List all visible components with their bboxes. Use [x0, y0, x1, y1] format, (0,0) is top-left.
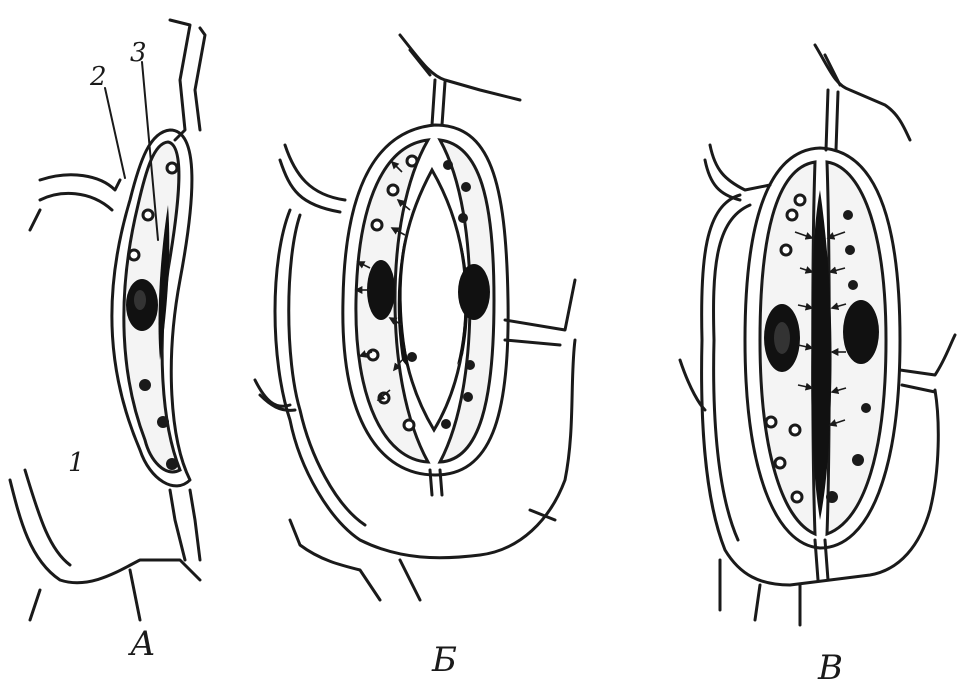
label-part-1: 1 [68, 448, 85, 478]
label-part-3: 3 [130, 38, 147, 68]
panel-v-stoma [680, 45, 955, 625]
panel-b-stoma [255, 35, 575, 600]
panel-label-b: Б [432, 640, 457, 680]
nucleus-left [367, 260, 395, 320]
nucleus-right [458, 264, 490, 320]
label-part-2: 2 [90, 62, 107, 92]
panel-label-v: В [818, 648, 843, 688]
panel-label-a: А [130, 624, 156, 664]
panel-a-stoma [10, 20, 205, 620]
nucleus-right [843, 300, 879, 364]
